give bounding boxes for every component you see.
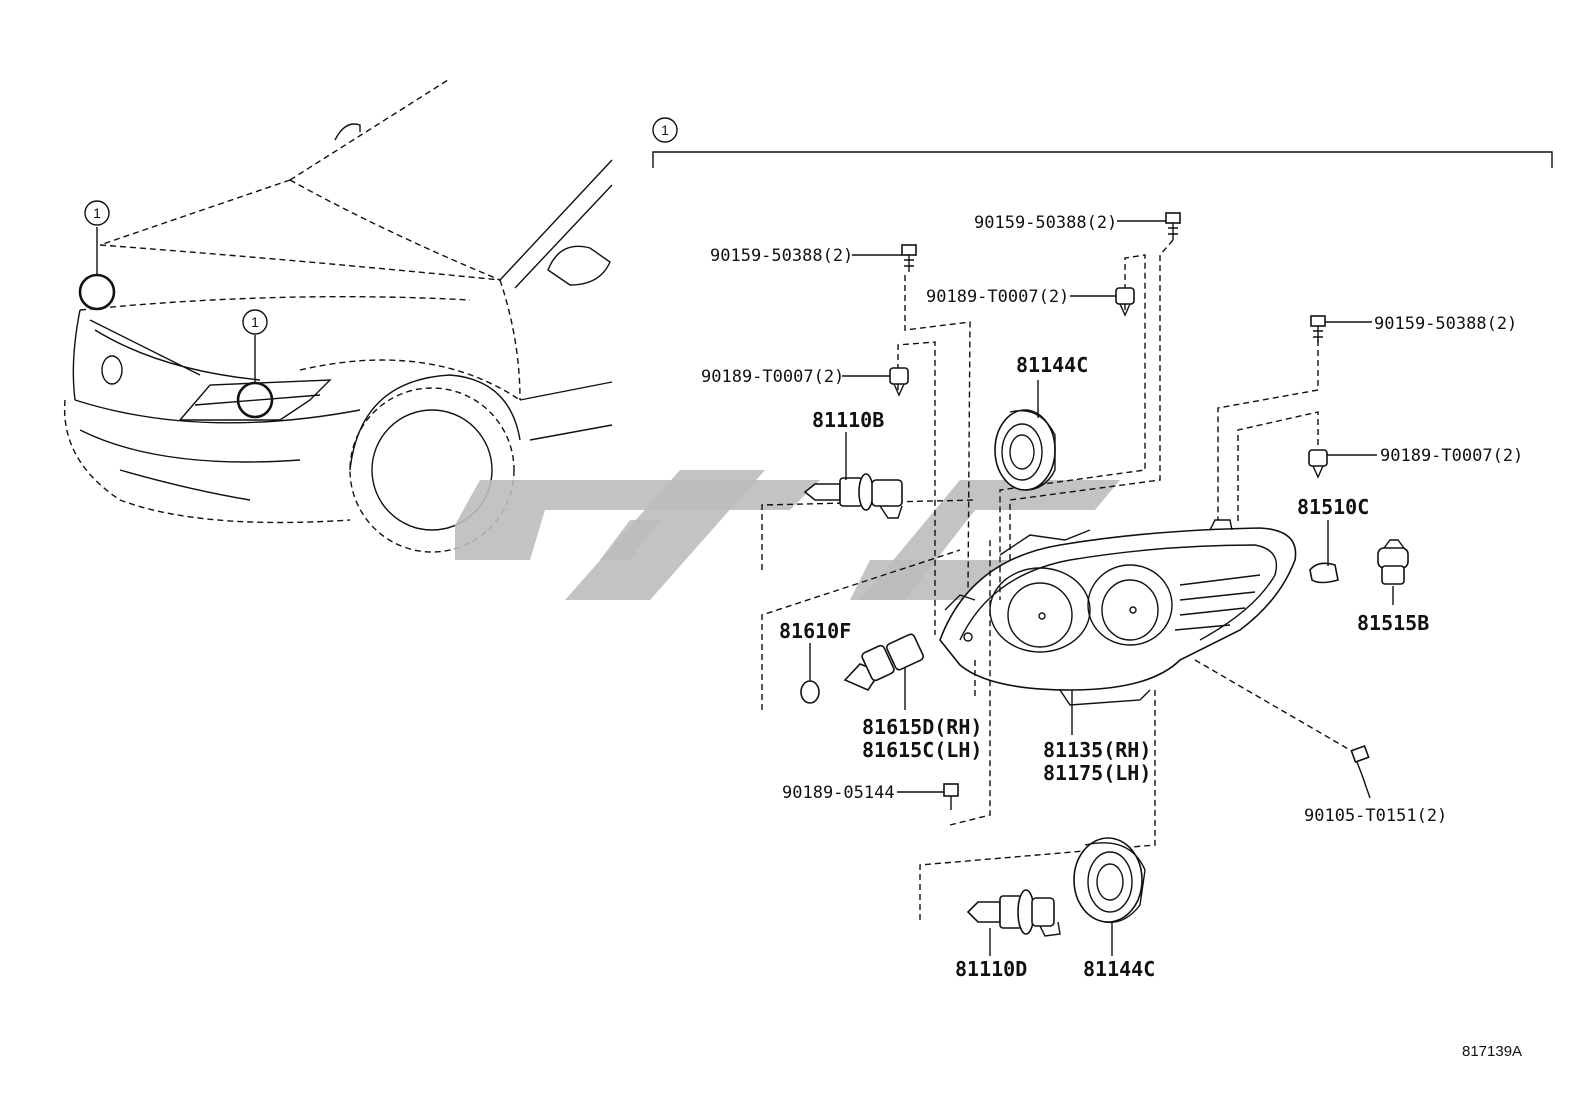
clip-icon [1308, 449, 1328, 479]
watermark-logo [455, 470, 1120, 600]
label-bolt-left: 90159-50388(2) [710, 246, 853, 266]
label-housing-rh: 81135(RH) [1043, 738, 1151, 762]
high-beam-bulb-icon [803, 473, 903, 519]
side-bulb-icon [1309, 562, 1339, 584]
label-screw-lower: 90189-05144 [782, 783, 895, 803]
label-bulb-low: 81110D [955, 957, 1027, 981]
bolt-icon [1310, 315, 1326, 343]
clip-icon [1115, 287, 1135, 317]
label-screw-right: 90105-T0151(2) [1304, 806, 1447, 826]
screw-icon [943, 783, 959, 810]
label-socket-side: 81515B [1357, 611, 1429, 635]
bolt-icon [901, 244, 917, 272]
label-cap-top: 81144C [1016, 353, 1088, 377]
label-bolt-mid: 90159-50388(2) [974, 213, 1117, 233]
label-socket-rh: 81615D(RH) [862, 715, 982, 739]
callout-badge-right [242, 309, 268, 335]
clip-icon [889, 367, 909, 397]
label-leaders [809, 220, 1394, 956]
callout-number-left: 1 [93, 205, 101, 221]
label-clip-right: 90189-T0007(2) [1380, 446, 1523, 466]
diagram-code: 817139A [1462, 1043, 1522, 1060]
label-cap-bottom: 81144C [1083, 957, 1155, 981]
part-labels: 90159-50388(2) 90159-50388(2) 90189-T000… [701, 213, 1523, 1060]
dashed-leaders [761, 239, 1351, 920]
label-bulb-side: 81510C [1297, 495, 1369, 519]
bolt-icon [1165, 212, 1181, 240]
side-socket-icon [1377, 539, 1409, 585]
label-housing-lh: 81175(LH) [1043, 761, 1151, 785]
callout-ring-left [78, 273, 116, 311]
screw-icon [1350, 744, 1370, 776]
car-front-illustration: 1 1 [63, 79, 613, 553]
label-bulb-high: 81110B [812, 408, 884, 432]
assembly-callout-number: 1 [661, 122, 669, 138]
label-clip-mid: 90189-T0007(2) [926, 287, 1069, 307]
small-parts [800, 212, 1409, 937]
dust-cap-icon [994, 409, 1056, 491]
label-bolt-right: 90159-50388(2) [1374, 314, 1517, 334]
label-bulb-fog: 81610F [779, 619, 851, 643]
fog-bulb-icon [800, 680, 820, 704]
callout-number-right: 1 [251, 314, 259, 330]
bulb-socket-icon [843, 633, 924, 692]
callout-badge-left [84, 200, 110, 226]
label-socket-lh: 81615C(LH) [862, 738, 982, 762]
low-beam-bulb-icon [966, 889, 1061, 937]
label-clip-left: 90189-T0007(2) [701, 367, 844, 387]
dust-cap-icon [1073, 837, 1146, 924]
assembly-bracket: 1 [652, 117, 1553, 168]
headlamp-housing [939, 519, 1297, 706]
